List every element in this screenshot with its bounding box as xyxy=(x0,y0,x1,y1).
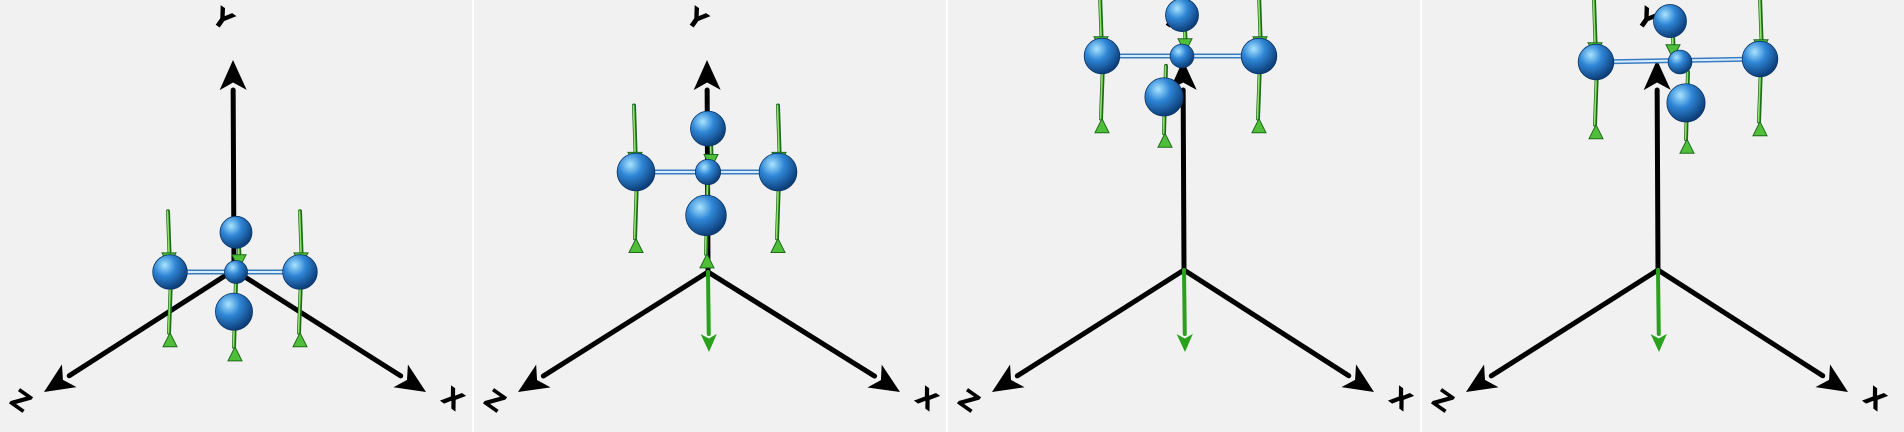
panel-divider xyxy=(1420,0,1422,432)
spin-cluster-spin-left-up-head xyxy=(1588,123,1604,140)
panel-1-canvas: Y Z X xyxy=(4,1,469,419)
spin-cluster xyxy=(1577,0,1779,154)
x-axis-head xyxy=(867,364,900,392)
z-axis-head xyxy=(44,364,77,392)
spin-cluster-atom-center xyxy=(1169,43,1195,69)
field-arrow-head xyxy=(1650,333,1667,352)
spin-cluster-spin-right-up-head xyxy=(1251,117,1267,134)
z-axis xyxy=(44,267,237,392)
field-arrow xyxy=(700,270,717,352)
panel-2-canvas: Y Z X xyxy=(478,1,943,419)
spin-cluster-spin-left-up-head xyxy=(628,237,644,253)
spin-cluster-spin-left-up-head xyxy=(162,331,178,348)
z-axis-head xyxy=(1466,364,1499,392)
y-axis-label: Y xyxy=(205,1,239,38)
y-axis-label: Y xyxy=(679,1,713,38)
spin-cluster-atom-bottom xyxy=(1144,77,1184,117)
y-axis-head xyxy=(693,60,721,91)
x-axis-shaft xyxy=(231,267,404,379)
spin-cluster-atom-top xyxy=(1165,0,1199,32)
spin-cluster-spin-right-up-head xyxy=(770,237,786,253)
x-axis xyxy=(705,269,900,392)
z-axis-shaft xyxy=(66,267,237,379)
x-axis-head xyxy=(393,364,426,392)
y-axis xyxy=(1643,60,1671,273)
z-axis xyxy=(992,267,1187,392)
z-axis-label: Z xyxy=(4,384,37,419)
spin-cluster-atom-right xyxy=(758,152,798,192)
y-axis-head xyxy=(219,60,247,91)
field-arrow xyxy=(1176,268,1193,352)
spin-cluster-atom-left xyxy=(1083,37,1121,75)
y-axis-shaft xyxy=(1654,87,1661,273)
field-arrow-shaft xyxy=(1182,268,1187,337)
spin-cluster-spin-bottom-up-head xyxy=(1679,138,1695,154)
spin-cluster-atom-bottom xyxy=(215,292,253,331)
spin-cluster-atom-center xyxy=(224,260,248,284)
spin-cluster xyxy=(1083,0,1278,148)
z-axis-label: Z xyxy=(1426,384,1459,419)
panel-3: YZX xyxy=(948,0,1420,432)
z-axis xyxy=(518,269,711,392)
z-axis-label: Z xyxy=(952,384,985,419)
x-axis-label: X xyxy=(1383,382,1417,418)
spin-cluster-spin-right-up-head xyxy=(292,331,308,348)
x-axis-shaft xyxy=(1655,267,1826,379)
spin-cluster-spin-right-up-head xyxy=(1752,120,1768,137)
y-axis-shaft xyxy=(1180,87,1187,273)
x-axis-shaft xyxy=(1181,267,1352,379)
spin-cluster-atom-right xyxy=(282,254,318,290)
spin-cluster-atom-bottom xyxy=(1666,83,1706,123)
spin-cluster-spin-bottom-up-head xyxy=(1157,132,1173,148)
y-axis-head xyxy=(1643,60,1671,91)
spin-cluster-atom-center xyxy=(1667,49,1693,75)
spin-cluster-atom-top xyxy=(690,110,726,147)
z-axis-head xyxy=(992,364,1025,392)
z-axis-shaft xyxy=(540,269,711,379)
spin-cluster-atom-top xyxy=(1653,4,1687,38)
x-axis-label: X xyxy=(435,382,469,418)
panel-2: Y Z X xyxy=(474,0,946,432)
spin-cluster-atom-bottom xyxy=(685,194,727,237)
x-axis-label: X xyxy=(1857,382,1891,418)
field-arrow xyxy=(1650,268,1667,352)
spin-cluster-atom-left xyxy=(152,254,188,290)
x-axis-head xyxy=(1815,364,1848,392)
panel-divider xyxy=(946,0,948,432)
spin-cluster-atom-left xyxy=(616,152,656,192)
z-axis-shaft xyxy=(1014,267,1187,379)
x-axis xyxy=(1181,267,1374,392)
spin-cluster-spin-left-up-head xyxy=(1094,117,1110,134)
spin-cluster-atom-right xyxy=(1240,37,1278,75)
spin-cluster-atom-left xyxy=(1577,43,1615,81)
spin-cluster-spin-bottom-up-head xyxy=(699,252,715,269)
spin-cluster-atom-right xyxy=(1741,40,1779,78)
spin-cluster-atom-top xyxy=(219,215,253,249)
z-axis-head xyxy=(518,364,551,392)
z-axis-shaft xyxy=(1488,267,1661,379)
x-axis-head xyxy=(1341,364,1374,392)
panel-3-canvas: YZX xyxy=(952,0,1417,419)
x-axis xyxy=(231,267,426,392)
spin-cluster xyxy=(152,209,318,362)
spin-cluster xyxy=(616,103,798,269)
panel-1: Y Z X xyxy=(0,0,472,432)
spin-cluster-spin-bottom-up-head xyxy=(227,345,243,362)
spin-cluster-atom-center xyxy=(694,158,721,185)
z-axis-label: Z xyxy=(478,384,511,419)
x-axis-shaft xyxy=(705,269,878,379)
z-axis xyxy=(1466,267,1661,392)
field-arrow-head xyxy=(700,333,717,352)
field-arrow-shaft xyxy=(1656,268,1661,337)
x-axis xyxy=(1655,267,1848,392)
x-axis-label: X xyxy=(909,382,943,418)
field-arrow-shaft xyxy=(706,270,711,337)
field-arrow-head xyxy=(1176,333,1193,352)
panel-divider xyxy=(472,0,474,432)
